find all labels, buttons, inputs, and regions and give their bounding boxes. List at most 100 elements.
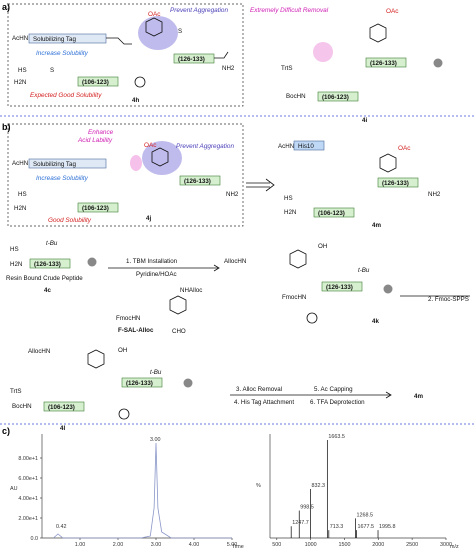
- steps-3-6-arrowhead: [385, 391, 392, 399]
- h2n-label-b: H2N: [14, 205, 26, 212]
- f-sal-alloc-label: F-SAL-Alloc: [118, 327, 154, 334]
- oac-label-a: OAc: [148, 11, 161, 18]
- segment-126-133-label-a: (126-133): [178, 56, 205, 63]
- fmochn-label-4k: FmocHN: [282, 294, 306, 301]
- linker-bond-a: [106, 37, 132, 45]
- resin-bead-4k: [383, 284, 393, 294]
- ms-x-tick-label: 3000: [440, 542, 452, 548]
- ms-x-tick-label: 500: [272, 542, 281, 548]
- h2n-label-4m: H2N: [284, 209, 296, 216]
- achn-label-b: AcHN: [12, 160, 28, 167]
- hplc-y-tick-label: 6.00e+1: [18, 476, 38, 482]
- compound-4h-label: 4h: [132, 97, 139, 104]
- tbu-label-4c: t-Bu: [46, 240, 58, 247]
- acid-lability-highlight: [130, 155, 142, 171]
- segment-106-123-b: [77, 202, 119, 213]
- panel-b-box: [7, 123, 244, 227]
- segment-126-133-label-4i: (126-133): [370, 60, 397, 67]
- oh-label-4l: OH: [118, 347, 127, 354]
- extremely-difficult-removal-label: Extremely Difficult Removal: [250, 7, 329, 14]
- ms-x-tick-label: 2000: [372, 542, 384, 548]
- ms-peak-label: 1663.5: [328, 434, 345, 440]
- segment-126-133-4c: [29, 258, 71, 269]
- panel-label-a: a): [2, 2, 10, 12]
- ms-peak-label: 832.3: [312, 483, 326, 489]
- segment-126-133-label-4m: (126-133): [382, 180, 409, 187]
- increase-solubility-label-a: Increase Solubility: [36, 50, 89, 57]
- segment-126-133-label-4k: (126-133): [326, 284, 353, 291]
- benzene-ring-4i: [369, 23, 387, 43]
- benzene-ring-4k: [289, 249, 307, 269]
- ms-peak-label: 713.3: [330, 524, 344, 530]
- ms-peak-label: 1677.5: [357, 524, 374, 530]
- compound-4k-label: 4k: [372, 318, 379, 325]
- solubilizing-tag-a: [28, 33, 107, 44]
- compound-4l-label: 4l: [60, 425, 65, 432]
- hplc-x-tick-label: 3.00: [151, 542, 162, 548]
- segment-126-133-a: [173, 53, 215, 64]
- nh2-label-a: NH2: [222, 65, 235, 72]
- aggregation-highlight: [138, 16, 178, 50]
- hplc-ylabel: AU: [10, 486, 18, 492]
- segment-106-123-label-4l: (106-123): [48, 404, 75, 411]
- hplc-x-tick-label: 5.00: [227, 542, 238, 548]
- h2n-label-a: H2N: [14, 79, 26, 86]
- hplc-peak-label-small: 0.42: [56, 524, 67, 530]
- oh-label-4k: OH: [318, 243, 327, 250]
- ms-x-tick-label: 1000: [305, 542, 317, 548]
- compound-4m-label-syn: 4m: [414, 393, 423, 400]
- resin-bound-label: Resin Bound Crude Peptide: [6, 275, 83, 282]
- acid-lability-label: Acid Lability: [77, 137, 113, 144]
- disulfide-label-a: S: [50, 67, 54, 74]
- nh2-label-b: NH2: [226, 191, 239, 198]
- resin-bead-4l: [183, 378, 193, 388]
- hplc-y-tick-label: 2.00e+1: [18, 516, 38, 522]
- step1b-label: Pyridine/HOAc: [136, 271, 177, 278]
- good-solubility-label: Good Solubility: [48, 217, 92, 224]
- resin-bead-4i: [433, 58, 443, 68]
- hs-label-b: HS: [18, 191, 27, 198]
- increase-solubility-label-b: Increase Solubility: [36, 175, 89, 182]
- ms-xlabel: m/z: [450, 544, 459, 550]
- benzene-ring-4l: [87, 349, 105, 369]
- solubilizing-tag-label-b: Solubilizing Tag: [33, 161, 76, 168]
- tbu-label-4k: t-Bu: [358, 267, 370, 274]
- panel-a-box: [7, 3, 244, 107]
- segment-126-133-4k: [321, 281, 363, 292]
- hplc-x-tick-label: 2.00: [113, 542, 124, 548]
- segment-106-123-label-4m: (106-123): [318, 210, 345, 217]
- achn-label-a: AcHN: [12, 35, 28, 42]
- step4-label: 4. His Tag Attachment: [234, 399, 294, 406]
- benzene-ring-4m: [379, 153, 397, 173]
- benzene-ring-a: [145, 17, 163, 37]
- resin-bead-4c: [87, 257, 97, 267]
- segment-126-133-4m: [377, 177, 419, 188]
- oac-label-4i: OAc: [386, 8, 399, 15]
- ms-x-tick-label: 2500: [406, 542, 418, 548]
- ms-ylabel: %: [256, 483, 261, 489]
- step2-label: 2. Fmoc-SPPS: [428, 296, 469, 303]
- compound-4m-label-b: 4m: [372, 222, 381, 229]
- compound-4j-label: 4j: [146, 215, 151, 222]
- allochn-label-4k: AllocHN: [224, 258, 246, 265]
- step3-label: 3. Alloc Removal: [236, 386, 282, 393]
- cho-label: CHO: [172, 328, 186, 335]
- oac-label-4m: OAc: [398, 145, 411, 152]
- tbu-highlight: [313, 42, 333, 62]
- achn-label-4m: AcHN: [278, 143, 294, 150]
- hplc-xlabel: Time: [232, 544, 244, 550]
- segment-106-123-label-4i: (106-123): [322, 94, 349, 101]
- hplc-peak-label-main: 3.00: [150, 437, 161, 443]
- prevent-aggregation-label-a: Prevent Aggregation: [170, 7, 228, 14]
- panel-label-b: b): [2, 122, 11, 132]
- step1-arrowhead: [213, 264, 220, 272]
- segment-126-133-label-4l: (126-133): [126, 380, 153, 387]
- sulfur-label-a: S: [178, 28, 182, 35]
- hplc-trace: [53, 442, 232, 539]
- ms-peak-label: 998.5: [300, 505, 314, 511]
- step5-label: 5. Ac Capping: [314, 386, 353, 393]
- hplc-y-tick-label: 4.00e+1: [18, 496, 38, 502]
